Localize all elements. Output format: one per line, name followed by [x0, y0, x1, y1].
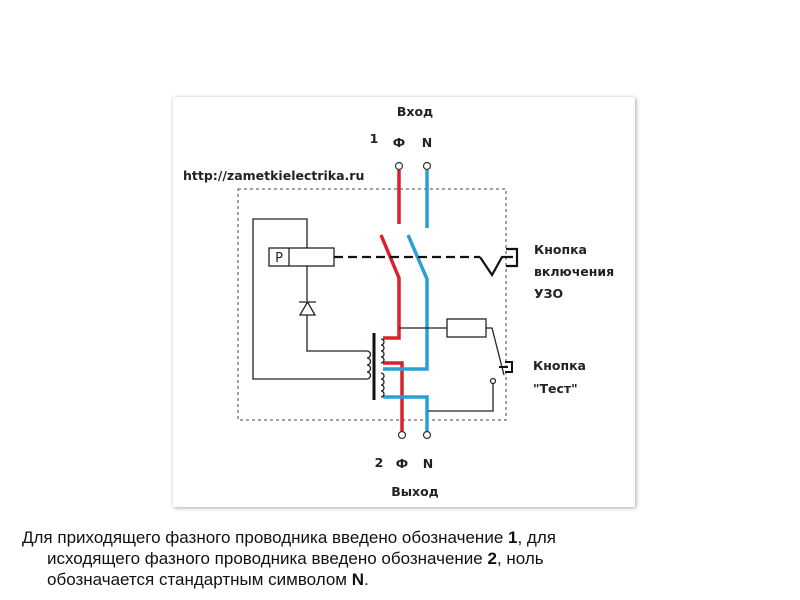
input-number: 1	[370, 131, 379, 146]
output-number: 2	[375, 455, 384, 470]
caption-text: , для	[517, 528, 556, 547]
input-phase-symbol: Ф	[393, 135, 405, 150]
diode-symbol	[298, 300, 317, 316]
caption-text: Для приходящего фазного проводника введе…	[22, 528, 508, 547]
test-circuit	[399, 318, 505, 412]
output-label: Выход	[391, 484, 439, 499]
input-neutral-symbol: N	[422, 135, 432, 150]
device-enclosure	[237, 188, 507, 421]
relay-label: P	[275, 251, 283, 266]
on-button-icon[interactable]	[479, 247, 519, 278]
caption-text: .	[364, 570, 369, 589]
caption-number-2: 2	[487, 549, 497, 568]
test-button-label-2: "Тест"	[533, 381, 578, 396]
on-button-label-2: включения	[534, 264, 614, 279]
caption-line-1: Для приходящего фазного проводника введе…	[22, 527, 782, 548]
relay: P	[268, 247, 335, 267]
watermark-url: http://zametkielectrika.ru	[183, 168, 364, 183]
caption-line-2: исходящего фазного проводника введено об…	[22, 548, 782, 569]
diagram-frame	[173, 97, 635, 507]
caption-line-3: обозначается стандартным символом N.	[22, 569, 782, 590]
caption-neutral-symbol: N	[351, 570, 365, 589]
on-button-label-3: УЗО	[534, 286, 563, 301]
caption-text: обозначается стандартным символом	[47, 570, 352, 589]
output-phase-symbol: Ф	[396, 456, 408, 471]
input-label: Вход	[397, 104, 433, 119]
caption-text: исходящего фазного проводника введено об…	[47, 549, 488, 568]
on-button-label-1: Кнопка	[534, 242, 587, 257]
test-button-label-1: Кнопка	[533, 358, 586, 373]
neutral-conductor	[383, 170, 429, 431]
output-neutral-symbol: N	[423, 456, 433, 471]
test-button-icon[interactable]	[499, 361, 513, 373]
terminals	[394, 161, 432, 440]
control-wiring	[252, 218, 367, 380]
caption-number-1: 1	[508, 528, 518, 547]
caption-text: , ноль	[496, 549, 544, 568]
slide-caption: Для приходящего фазного проводника введе…	[22, 527, 782, 590]
differential-transformer	[366, 333, 385, 400]
